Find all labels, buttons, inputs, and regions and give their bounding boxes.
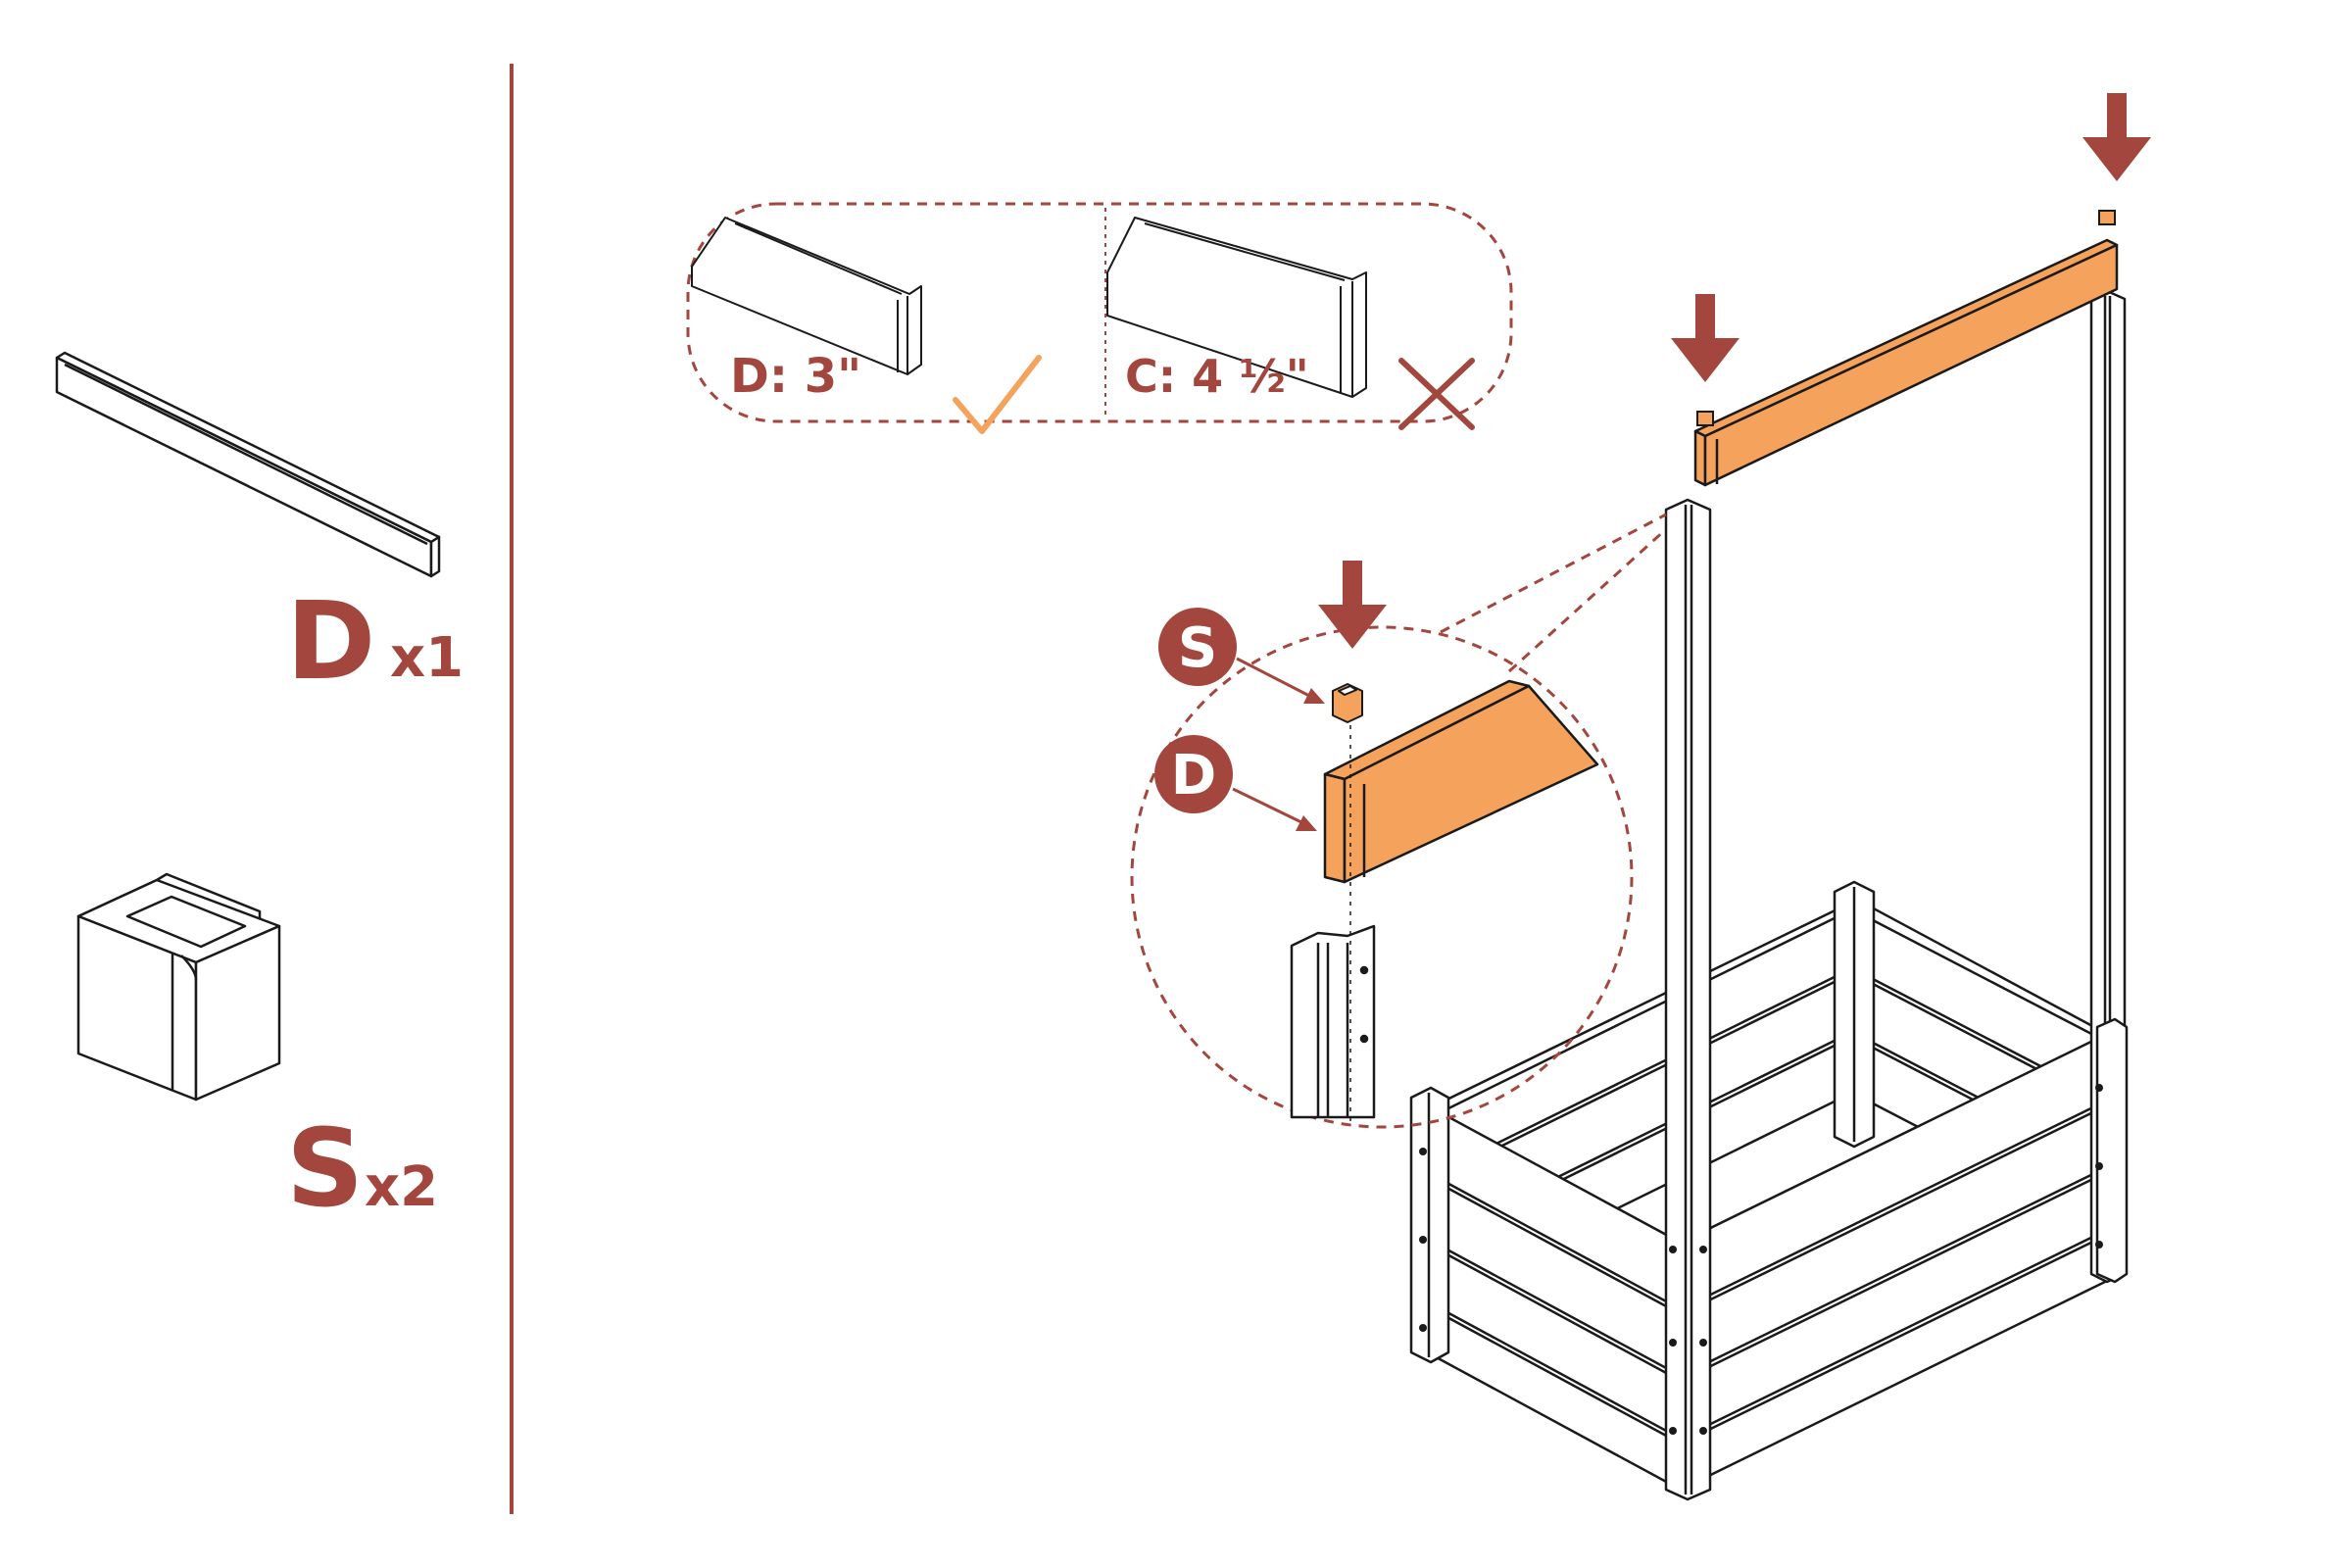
board-d-end — [691, 217, 922, 375]
down-arrow-icon — [1318, 561, 1387, 649]
part-d-letter: D — [286, 578, 375, 704]
part-s-letter: S — [286, 1105, 364, 1231]
callout-d: D — [1154, 735, 1317, 831]
down-arrow-icon — [2082, 93, 2151, 181]
label-d-3in: D: 3" — [730, 349, 861, 404]
planter-assembly — [1409, 289, 2129, 1501]
board-comparison: D: 3" C: 4 ½" — [686, 202, 1513, 434]
part-d-board — [55, 351, 441, 578]
label-c-4half: C: 4 ½" — [1125, 350, 1309, 403]
check-icon — [953, 355, 1042, 434]
zoom-post — [1290, 924, 1376, 1119]
board-c-end — [1106, 217, 1367, 398]
zoom-connector-s — [1332, 683, 1363, 723]
connector-s-right — [2098, 210, 2116, 225]
screw-holes — [1419, 1084, 2103, 1435]
comparison-frame — [686, 202, 1513, 423]
tall-post-left — [1664, 498, 1712, 1501]
parts-panel: D x1 S x2 — [55, 351, 464, 1231]
callout-s: S — [1158, 608, 1325, 704]
callout-s-letter: S — [1178, 616, 1217, 680]
top-board-d — [1693, 238, 2119, 487]
zoom-board-d — [1323, 679, 1599, 884]
zoom-detail: S D — [1130, 513, 1668, 1129]
callout-d-letter: D — [1171, 744, 1216, 808]
down-arrow-icon — [1671, 294, 1740, 382]
part-s-connector — [76, 872, 281, 1102]
cross-icon — [1398, 358, 1475, 430]
connector-s-left — [1696, 411, 1714, 426]
part-d-qty: x1 — [390, 626, 464, 690]
zoom-circle — [1130, 625, 1634, 1129]
part-s-qty: x2 — [365, 1155, 438, 1219]
